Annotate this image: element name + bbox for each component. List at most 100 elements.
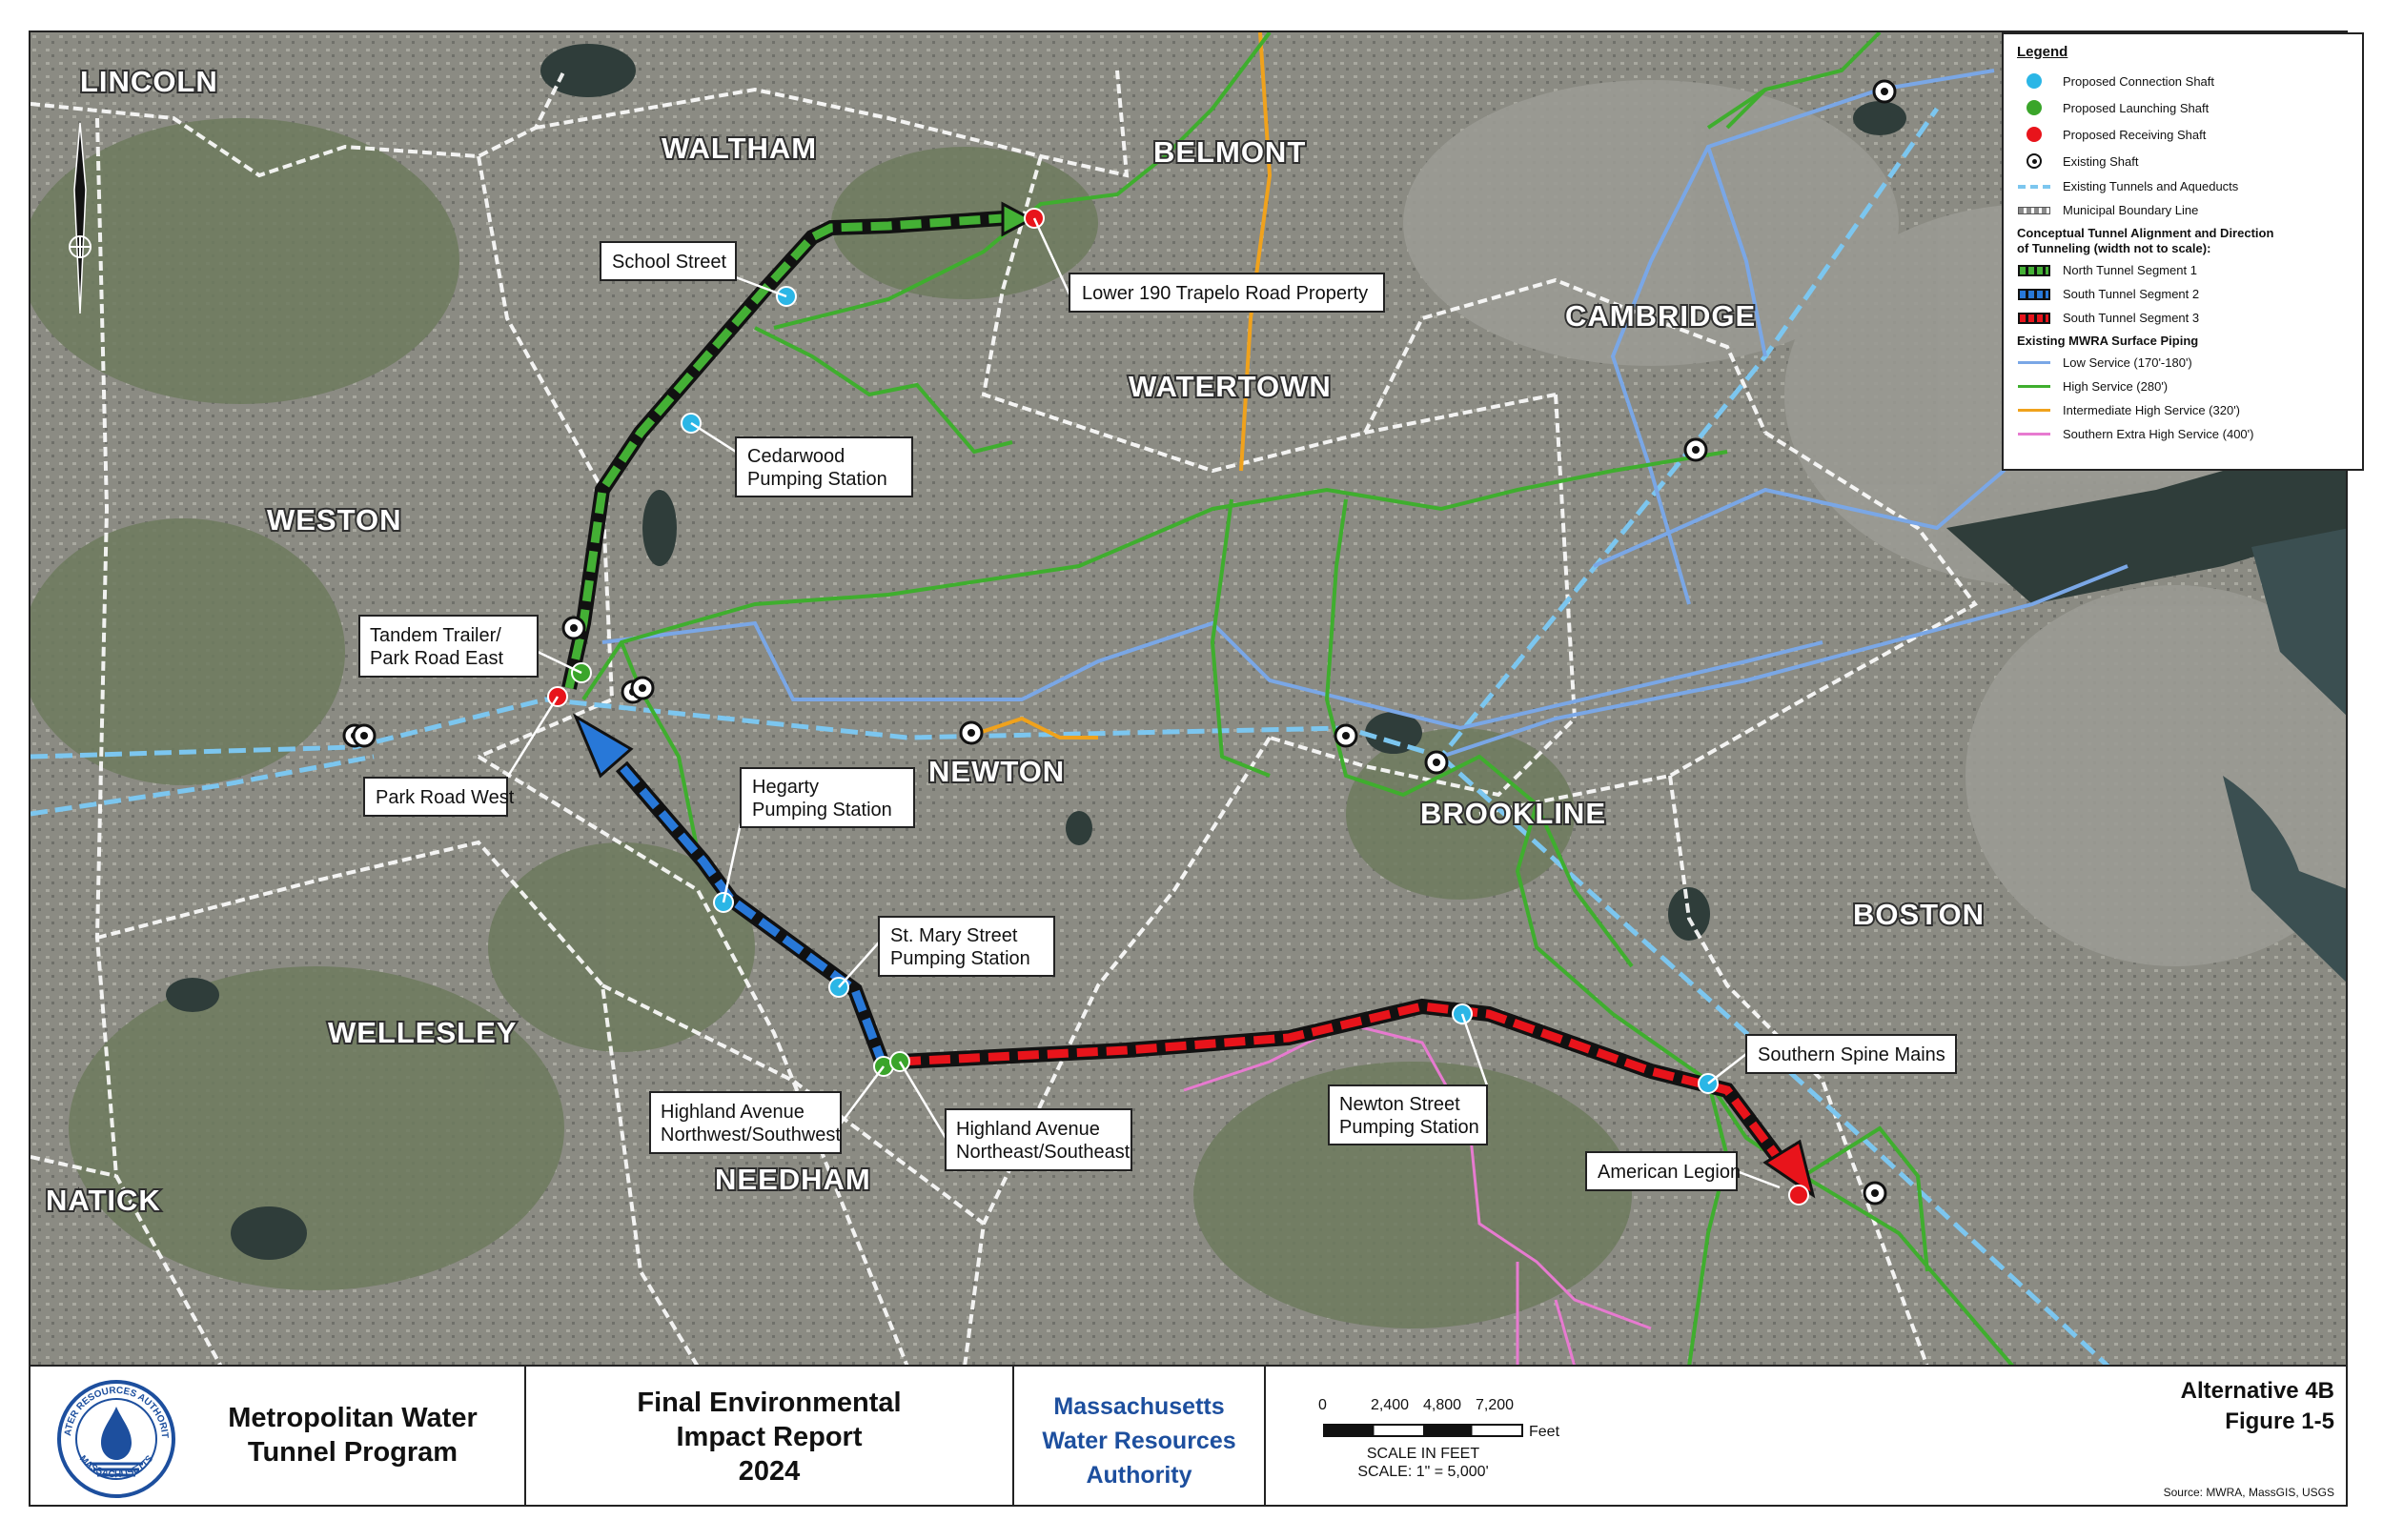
svg-text:Park Road West: Park Road West [376, 787, 515, 808]
north-segment-arrowhead [1001, 201, 1035, 237]
legend-label: Proposed Connection Shaft [2063, 73, 2214, 89]
existing-shaft-icon[interactable] [352, 723, 377, 748]
svg-text:Pumping Station: Pumping Station [890, 948, 1030, 969]
authority-line: Authority [1086, 1462, 1192, 1489]
legend-label: Municipal Boundary Line [2063, 203, 2199, 217]
svg-text:Hegarty: Hegarty [752, 777, 819, 798]
mwra-seal-icon: WATER RESOURCES AUTHORITY MASSACHUSETTS [55, 1378, 175, 1498]
existing-shaft-icon[interactable] [1863, 1181, 1887, 1206]
town-label: NEEDHAM [715, 1163, 871, 1196]
callout-american-legion[interactable]: American Legion [1585, 1151, 1741, 1191]
legend-heading-line: Conceptual Tunnel Alignment and Directio… [2017, 226, 2274, 240]
callout-park-road-west[interactable]: Park Road West [363, 777, 515, 817]
existing-shaft-icon[interactable] [1683, 437, 1708, 462]
map-area[interactable]: LINCOLN WALTHAM BELMONT CAMBRIDGE WATERT… [29, 30, 2348, 1365]
scale-caption: SCALE IN FEET [1366, 1446, 1480, 1462]
callout-highland-nw[interactable]: Highland Avenue Northwest/Southwest [649, 1091, 842, 1154]
town-label: WESTON [267, 503, 402, 537]
report-title-line: 2024 [738, 1456, 801, 1487]
southern-extra-high-icon [2018, 433, 2050, 436]
town-label: WELLESLEY [328, 1016, 517, 1049]
low-service-icon [2018, 361, 2050, 364]
town-label: BROOKLINE [1420, 797, 1606, 830]
svg-text:Lower 190 Trapelo Road Propert: Lower 190 Trapelo Road Property [1082, 283, 1368, 304]
town-label: BOSTON [1853, 898, 1985, 931]
town-label: LINCOLN [80, 65, 218, 98]
legend-row: Southern Extra High Service (400') [2017, 422, 2349, 446]
callout-hegarty[interactable]: Hegarty Pumping Station [740, 767, 915, 828]
municipal-boundaries [31, 70, 1978, 1365]
scale-ticks: 0 2,400 4,800 7,200 [1318, 1397, 1523, 1416]
high-service-icon [2018, 385, 2050, 388]
svg-text:Tandem Trailer/: Tandem Trailer/ [370, 625, 501, 646]
legend-row: North Tunnel Segment 1 [2017, 258, 2349, 282]
legend-label: Southern Extra High Service (400') [2063, 427, 2254, 441]
svg-text:Cedarwood: Cedarwood [747, 446, 845, 467]
town-label: CAMBRIDGE [1565, 299, 1756, 333]
legend-row: Existing Tunnels and Aqueducts [2017, 174, 2349, 198]
report-title-line: Impact Report [676, 1422, 863, 1452]
authority-line: Massachusetts [1053, 1393, 1225, 1420]
scale-bar [1323, 1424, 1523, 1437]
program-cell: WATER RESOURCES AUTHORITY MASSACHUSETTS … [29, 1367, 526, 1507]
legend-label: Intermediate High Service (320') [2063, 403, 2241, 417]
existing-shaft-icon[interactable] [561, 616, 586, 640]
legend-row: Low Service (170'-180') [2017, 351, 2349, 375]
north-segment-icon [2018, 264, 2050, 276]
legend-heading-line: of Tunneling (width not to scale): [2017, 241, 2211, 255]
existing-tunnels [31, 107, 2110, 1365]
legend-label: South Tunnel Segment 2 [2063, 287, 2200, 301]
town-label: NEWTON [928, 755, 1065, 788]
existing-shaft-icon[interactable] [1334, 723, 1358, 748]
receiving-shaft-american-legion[interactable] [1788, 1185, 1809, 1206]
callout-highland-ne[interactable]: Highland Avenue Northeast/Southeast [945, 1108, 1132, 1171]
program-title-line: Metropolitan Water [228, 1403, 478, 1433]
svg-text:American Legion: American Legion [1598, 1162, 1741, 1183]
svg-text:School Street: School Street [612, 252, 727, 273]
callout-southern-spine[interactable]: Southern Spine Mains [1745, 1034, 1957, 1074]
callout-newton-street[interactable]: Newton Street Pumping Station [1328, 1084, 1488, 1145]
existing-shaft-icon[interactable] [1872, 79, 1897, 104]
callout-school-street[interactable]: School Street [600, 241, 737, 281]
scale-unit: Feet [1529, 1424, 1560, 1440]
source-note: Source: MWRA, MassGIS, USGS [2163, 1486, 2334, 1499]
callout-lower-190[interactable]: Lower 190 Trapelo Road Property [1069, 273, 1385, 313]
scale-tick-label: 2,400 [1371, 1397, 1410, 1413]
town-label: NATICK [46, 1184, 161, 1217]
town-label: WALTHAM [662, 132, 817, 165]
authority-cell: Massachusetts Water Resources Authority [1014, 1367, 1266, 1507]
existing-shaft-icon[interactable] [630, 676, 655, 700]
legend-row: Proposed Receiving Shaft [2017, 121, 2349, 148]
svg-text:Pumping Station: Pumping Station [752, 800, 892, 821]
svg-text:Newton Street: Newton Street [1339, 1094, 1460, 1115]
legend-row: South Tunnel Segment 3 [2017, 306, 2349, 330]
figure-label: Figure 1-5 [2225, 1408, 2334, 1434]
callout-tandem-trailer[interactable]: Tandem Trailer/ Park Road East [358, 615, 539, 678]
north-arrow-icon [69, 122, 92, 314]
legend-row: South Tunnel Segment 2 [2017, 282, 2349, 306]
receiving-shaft-icon [2027, 127, 2042, 142]
legend-row: Proposed Connection Shaft [2017, 68, 2349, 94]
callout-st-mary[interactable]: St. Mary Street Pumping Station [878, 916, 1055, 977]
svg-text:Highland Avenue: Highland Avenue [956, 1119, 1100, 1140]
intermediate-high-piping [964, 32, 1273, 740]
report-title-line: Final Environmental [637, 1388, 902, 1418]
svg-text:Southern Spine Mains: Southern Spine Mains [1758, 1044, 1945, 1065]
south-segment-3-icon [2018, 312, 2050, 324]
scale-tick-label: 0 [1318, 1397, 1327, 1413]
town-labels: LINCOLN WALTHAM BELMONT CAMBRIDGE WATERT… [44, 63, 1986, 1219]
town-label: WATERTOWN [1129, 370, 1332, 403]
existing-shafts[interactable] [342, 79, 1897, 1206]
existing-shaft-icon[interactable] [1424, 750, 1449, 775]
legend-label: Low Service (170'-180') [2063, 355, 2192, 370]
south-segment-3-arrowhead [1762, 1139, 1816, 1199]
callout-cedarwood[interactable]: Cedarwood Pumping Station [735, 436, 913, 497]
callout-leaders [505, 217, 1781, 1189]
scale-tick-label: 4,800 [1423, 1397, 1462, 1413]
program-title-line: Tunnel Program [247, 1437, 458, 1468]
existing-shaft-icon[interactable] [959, 720, 984, 745]
svg-text:Northeast/Southeast: Northeast/Southeast [956, 1142, 1130, 1163]
title-block: WATER RESOURCES AUTHORITY MASSACHUSETTS … [29, 1365, 2348, 1507]
south-segment-2-icon [2018, 288, 2050, 300]
scale-tick-label: 7,200 [1476, 1397, 1515, 1413]
